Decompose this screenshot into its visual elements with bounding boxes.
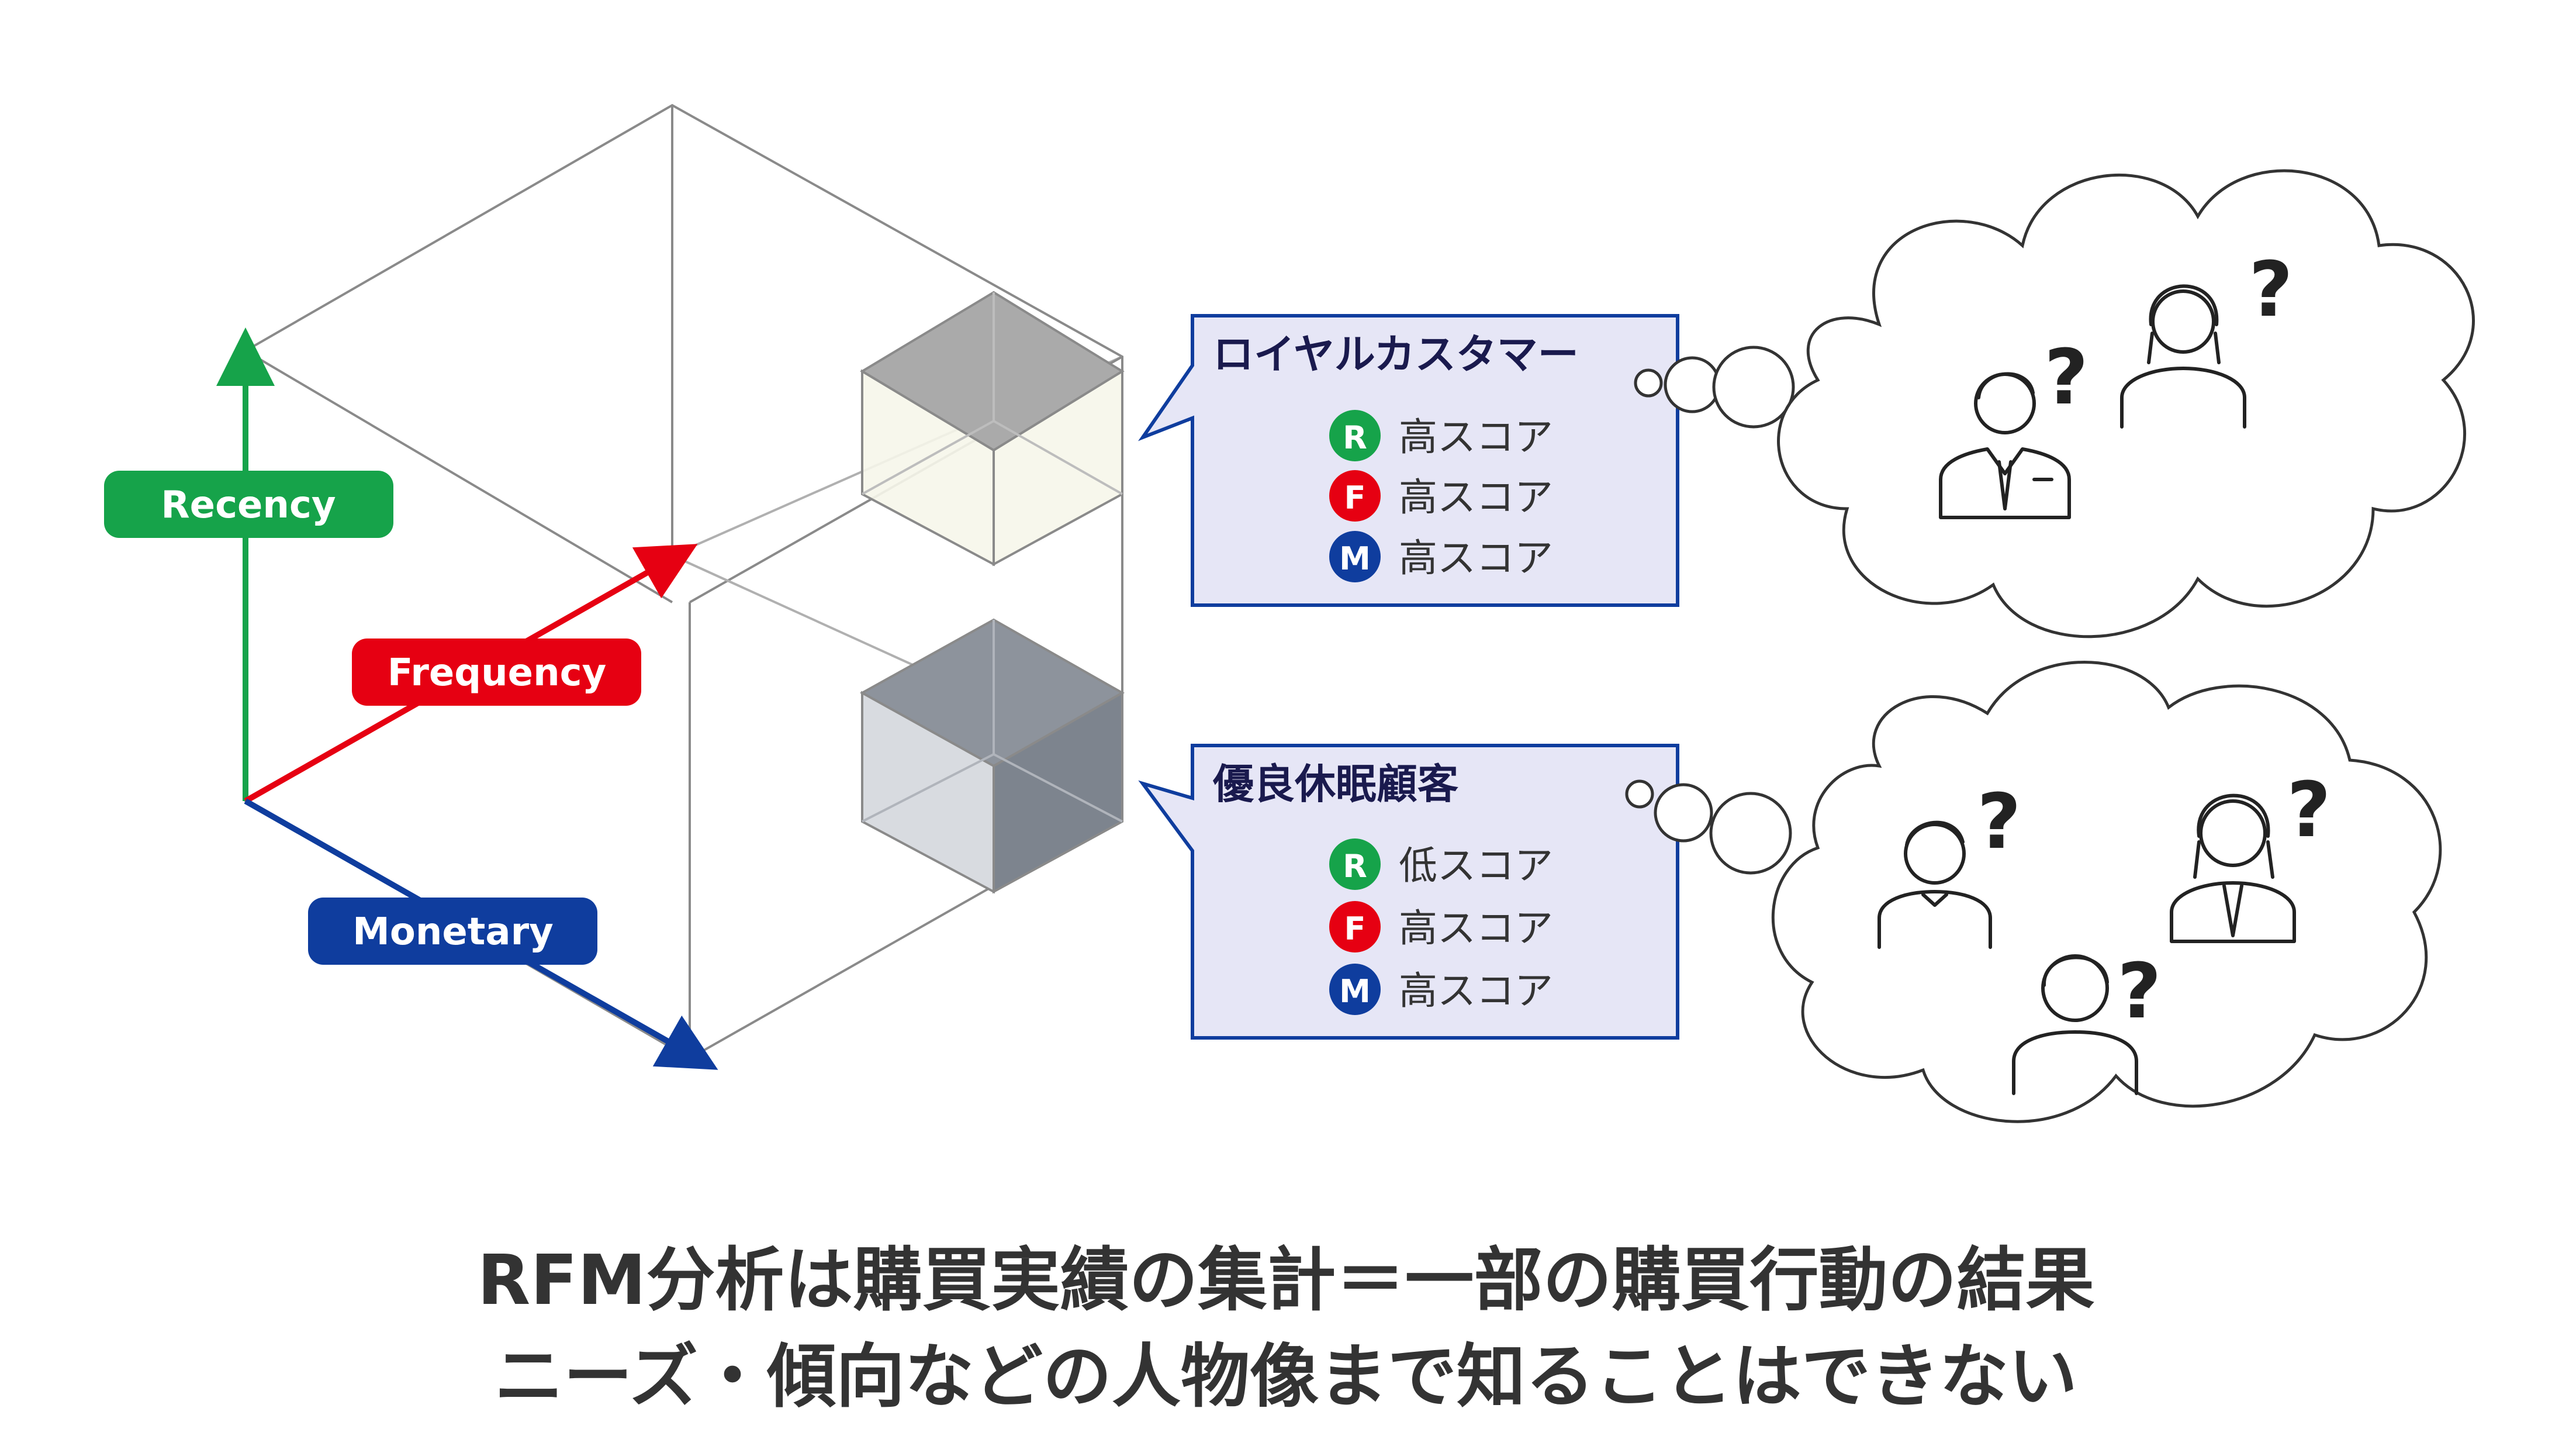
segment-bubble-dormant: 優良休眠顧客 R 低スコア F 高スコア M 高スコア (1138, 744, 1679, 1040)
score-badge-m: M (1339, 540, 1371, 577)
score-badge-r: R (1343, 848, 1367, 885)
person-icon (2012, 954, 2138, 1095)
thought-cloud-lower (1771, 661, 2442, 1123)
royal-customer-cube (860, 291, 1125, 567)
score-text: 低スコア (1399, 843, 1553, 888)
score-badge-f: F (1344, 479, 1366, 516)
score-text: 高スコア (1399, 536, 1553, 581)
score-text: 高スコア (1399, 906, 1553, 951)
frequency-label-text: Frequency (388, 651, 607, 695)
segment-bubble-royal: ロイヤルカスタマー R 高スコア F 高スコア M 高スコア (1137, 314, 1679, 607)
person-icon (2170, 793, 2296, 943)
dormant-customer-cube (859, 618, 1125, 894)
segment-title: ロイヤルカスタマー (1213, 330, 1579, 378)
score-text: 高スコア (1399, 968, 1553, 1013)
axis-label-frequency: Frequency (352, 639, 641, 706)
question-mark-icon: ? (2044, 333, 2088, 422)
question-mark-icon: ? (1977, 777, 2021, 866)
axis-label-recency: Recency (104, 471, 393, 538)
segment-title: 優良休眠顧客 (1212, 760, 1458, 808)
monetary-label-text: Monetary (352, 910, 554, 954)
caption-line-1: RFM分析は購買実績の集計＝一部の購買行動の結果 (478, 1240, 2095, 1320)
person-icon (2120, 284, 2246, 429)
thought-trail-upper (1634, 346, 1795, 429)
recency-label-text: Recency (161, 484, 336, 527)
score-badge-f: F (1344, 910, 1366, 947)
person-icon (1877, 820, 1992, 949)
axis-label-monetary: Monetary (308, 898, 597, 965)
thought-trail-lower (1625, 779, 1792, 875)
question-mark-icon: ? (2117, 947, 2161, 1036)
score-text: 高スコア (1399, 475, 1553, 520)
question-mark-icon: ? (2249, 245, 2293, 334)
caption-line-2: ニーズ・傾向などの人物像まで知ることはできない (495, 1336, 2077, 1417)
score-text: 高スコア (1399, 415, 1553, 460)
question-mark-icon: ? (2287, 765, 2330, 854)
thought-cloud-upper (1777, 169, 2475, 639)
score-badge-m: M (1339, 973, 1371, 1010)
person-icon (1939, 372, 2071, 519)
score-badge-r: R (1343, 419, 1367, 456)
